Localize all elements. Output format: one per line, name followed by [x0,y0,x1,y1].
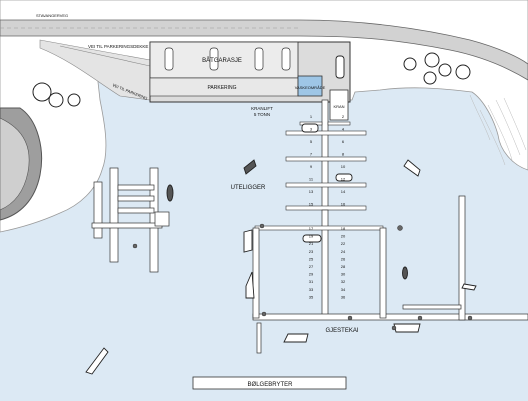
berth-number: 20 [341,234,346,239]
kranlift-label-1: KRANLIFT [251,106,273,111]
vaskeomrade-label: VASKEOMRÅDE [295,85,326,90]
berth-number: 4 [342,127,345,132]
berth-number: 17 [309,226,314,231]
berth-number: 1 [310,114,313,119]
berth-number: 28 [341,264,346,269]
trees [32,52,471,108]
berth-number: 18 [341,226,346,231]
berth-number: 3 [310,127,313,132]
rock-hatching [469,94,527,166]
berth-number: 6 [342,139,345,144]
berth-number: 14 [341,189,346,194]
berth-number: 33 [309,287,314,292]
outer-floats [91,167,170,273]
berth-number: 21 [309,241,314,246]
parkering-label: PARKERING [207,85,236,91]
garage-boats [164,47,291,71]
berth-numbers-lower: 17 18 19 20 21 22 23 24 25 26 27 28 29 30 31 32 33 34 35 36 [309,226,346,299]
parking-link-label: VEI TIL PARKERINGSDEKKE [88,44,148,49]
berth-number: 30 [341,272,346,277]
berth-number: 13 [309,189,314,194]
side-road [39,39,151,101]
berth-number: 24 [341,249,346,254]
berth-number: 2 [342,114,345,119]
berth-number: 32 [341,279,346,284]
boats [85,55,477,375]
berth-number: 34 [341,287,346,292]
berth-number: 9 [310,164,313,169]
breakwater [192,376,347,390]
berth-number: 19 [309,234,314,239]
berth-number: 29 [309,272,314,277]
berth-number: 25 [309,256,314,261]
road-label-top: STAVANGERVEG [36,13,68,18]
berth-number: 22 [341,241,346,246]
utelugger-label: UTELIGGER [231,185,266,191]
washing-area [297,75,323,97]
berth-number: 12 [341,177,346,182]
berth-number: 31 [309,279,314,284]
boat-garage [149,41,299,79]
batgarasje-label: BÅTGARASJE [202,57,242,64]
kranlift-label-2: 5 TONN [254,112,270,117]
gjestekai-label: GJESTEKAI [325,328,358,334]
berth-number: 16 [341,202,346,207]
berth-number: 8 [342,152,345,157]
berth-number: 27 [309,264,314,269]
berth-number: 23 [309,249,314,254]
guest-quay [252,195,528,354]
berth-number: 26 [341,256,346,261]
pier-crossbar [254,225,384,231]
berth-number: 5 [310,139,313,144]
pier-upper-main [321,99,329,209]
buoys [132,223,473,331]
berth-number: 36 [341,294,346,299]
berth-number: 15 [309,202,314,207]
crane-pier [329,89,349,121]
kran-label: KRAN [333,104,344,109]
berth-number: 7 [310,152,313,157]
berth-number: 10 [341,164,346,169]
bolgebryter-label: BØLGEBRYTER [248,382,294,388]
berth-number: 35 [309,294,314,299]
berth-number: 11 [309,177,314,182]
